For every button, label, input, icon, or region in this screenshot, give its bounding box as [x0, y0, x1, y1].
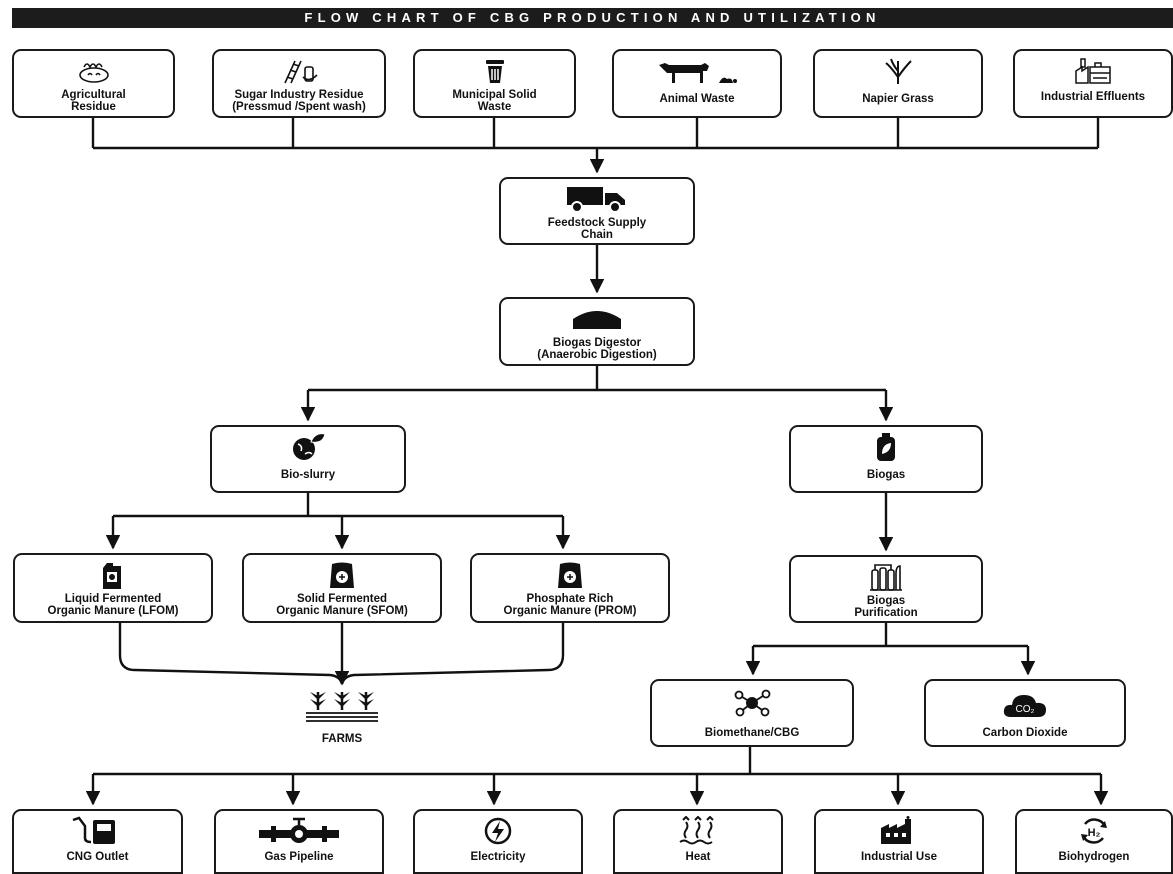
node-animal-waste: Animal Waste [612, 49, 782, 118]
node-bio-slurry: Bio-slurry [210, 425, 406, 493]
node-label: Biohydrogen [1058, 851, 1130, 863]
node-label: Biogas Digestor (Anaerobic Digestion) [537, 337, 657, 361]
node-municipal-solid-waste: Municipal Solid Waste [413, 49, 576, 118]
node-label: Liquid Fermented Organic Manure (LFOM) [47, 593, 179, 617]
pipeline-valve-icon [257, 817, 341, 845]
node-label: Biogas [866, 469, 906, 481]
gas-cylinder-icon [875, 433, 897, 461]
fertilizer-bag-icon [555, 561, 585, 589]
node-label: Napier Grass [862, 93, 934, 105]
node-electricity: Electricity [413, 809, 583, 874]
node-label: Phosphate Rich Organic Manure (PROM) [503, 593, 637, 617]
truck-icon [565, 185, 629, 213]
node-label: Solid Fermented Organic Manure (SFOM) [276, 593, 408, 617]
node-biogas-digestor: Biogas Digestor (Anaerobic Digestion) [499, 297, 695, 366]
node-feedstock-supply-chain: Feedstock Supply Chain [499, 177, 695, 245]
node-gas-pipeline: Gas Pipeline [214, 809, 384, 874]
node-label: Feedstock Supply Chain [547, 217, 647, 241]
node-prom: Phosphate Rich Organic Manure (PROM) [470, 553, 670, 623]
factory-icon [879, 816, 919, 845]
node-biomethane-cbg: Biomethane/CBG [650, 679, 854, 747]
heat-waves-icon [678, 816, 718, 845]
fertilizer-bag-icon [327, 561, 357, 589]
node-label: Heat [685, 851, 711, 863]
node-label: Electricity [470, 851, 526, 863]
node-sfom: Solid Fermented Organic Manure (SFOM) [242, 553, 442, 623]
node-label: Agricultural Residue [61, 89, 126, 113]
node-label: Municipal Solid Waste [452, 89, 537, 113]
node-biohydrogen: H₂ Biohydrogen [1015, 809, 1173, 874]
node-label: Sugar Industry Residue (Pressmud /Spent … [232, 89, 366, 113]
sugarcane-icon [277, 57, 321, 85]
industrial-plant-icon [1073, 57, 1113, 85]
node-label: Gas Pipeline [264, 851, 334, 863]
grass-icon [883, 57, 913, 85]
node-farms: FARMS [296, 686, 388, 745]
node-biogas-purification: Biogas Purification [789, 555, 983, 623]
node-heat: Heat [613, 809, 783, 874]
node-label: FARMS [321, 733, 363, 745]
node-sugar-industry-residue: Sugar Industry Residue (Pressmud /Spent … [212, 49, 386, 118]
node-label: Carbon Dioxide [982, 727, 1068, 739]
earth-leaf-icon [289, 433, 327, 461]
jerrycan-icon [99, 561, 127, 589]
node-label: CNG Outlet [66, 851, 129, 863]
hydrogen-cycle-icon: H₂ [1077, 817, 1111, 845]
node-industrial-effluents: Industrial Effluents [1013, 49, 1173, 118]
co2-cloud-icon: CO₂ [1001, 691, 1049, 719]
node-cng-outlet: CNG Outlet [12, 809, 183, 874]
node-carbon-dioxide: CO₂ Carbon Dioxide [924, 679, 1126, 747]
node-label: Industrial Use [860, 851, 938, 863]
fuel-pump-icon [69, 816, 127, 845]
agricultural-residue-icon [74, 57, 114, 85]
node-napier-grass: Napier Grass [813, 49, 983, 118]
node-label: Bio-slurry [280, 469, 336, 481]
node-label: Biogas Purification [854, 595, 918, 619]
node-label: Industrial Effluents [1040, 91, 1146, 103]
crops-icon [296, 686, 388, 727]
node-industrial-use: Industrial Use [814, 809, 984, 874]
node-label: Biomethane/CBG [704, 727, 800, 739]
node-lfom: Liquid Fermented Organic Manure (LFOM) [13, 553, 213, 623]
node-agricultural-residue: Agricultural Residue [12, 49, 175, 118]
lightning-icon [483, 817, 513, 845]
digestor-tank-icon [569, 305, 625, 333]
trash-bin-icon [483, 57, 507, 85]
chart-title: FLOW CHART OF CBG PRODUCTION AND UTILIZA… [12, 8, 1173, 28]
cow-icon [655, 57, 739, 85]
purification-plant-icon [868, 563, 904, 591]
h2-icon-text: H₂ [1088, 827, 1101, 839]
node-biogas: Biogas [789, 425, 983, 493]
molecule-icon [730, 689, 774, 717]
co2-icon-text: CO₂ [1016, 704, 1035, 715]
node-label: Animal Waste [659, 93, 735, 105]
